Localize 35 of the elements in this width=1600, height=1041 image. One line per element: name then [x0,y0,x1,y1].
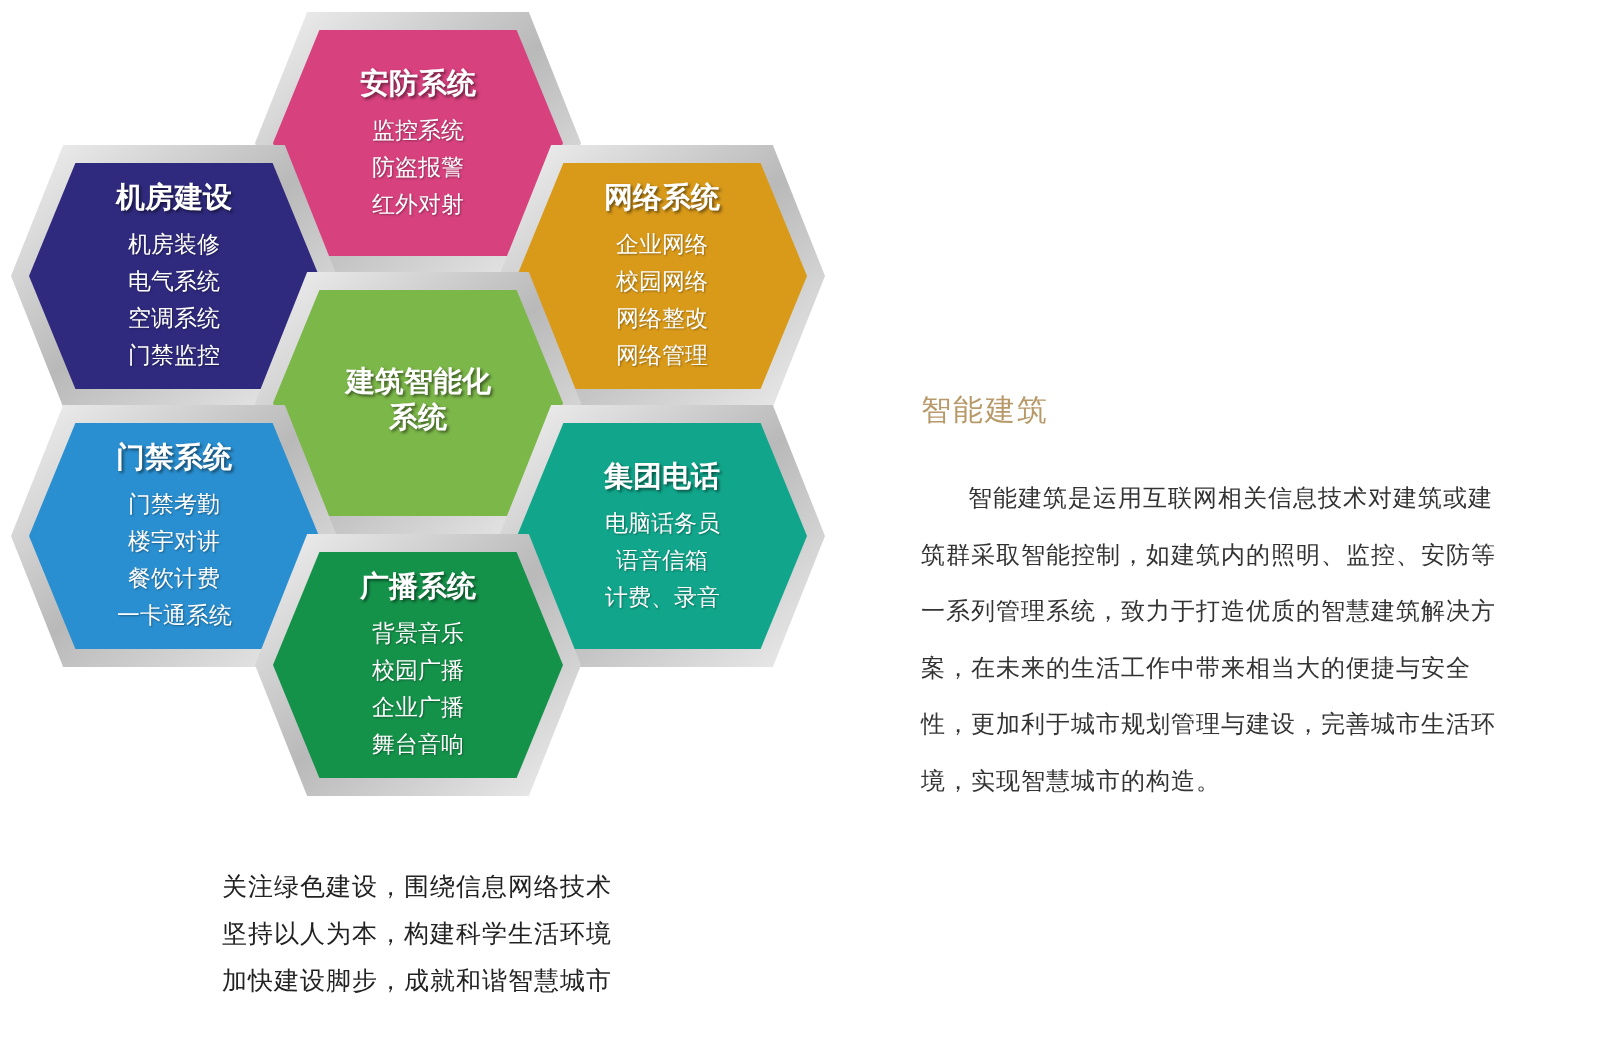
section-heading: 智能建筑 [921,391,1049,429]
description-paragraph: 智能建筑是运用互联网相关信息技术对建筑或建筑群采取智能控制，如建筑内的照明、监控、安防等一系列管理系统，致力于打造优质的智慧建筑解决方案，在未来的生活工作中带来相当大的便捷与安全性，更加利于城市规划管理与建设，完善城市生活环境，实现智慧城市的构造。 [921,483,1497,797]
hexagon-title: 建筑智能化系统 [343,363,492,435]
hexagon-item: 一卡通系统 [116,601,232,630]
hexagon-item: 背景音乐 [372,619,464,648]
hexagon-title: 机房建设 [116,179,232,216]
hexagon-item: 门禁监控 [128,341,220,370]
hexagon-item: 电气系统 [128,267,220,296]
hexagon-item: 语音信箱 [616,545,708,575]
slogan-line: 加快建设脚步，成就和谐智慧城市 [222,965,612,997]
hexagon-item: 门禁考勤 [128,490,220,519]
slogan-line: 坚持以人为本，构建科学生活环境 [222,918,612,950]
hexagon-item: 电脑话务员 [604,508,720,538]
hexagon-title: 门禁系统 [116,439,232,476]
hexagon-item: 计费、录音 [604,582,720,612]
hexagon-item: 餐饮计费 [128,564,220,593]
hexagon-item: 网络整改 [616,304,708,333]
hexagon-item: 空调系统 [128,304,220,333]
hexagon-title: 网络系统 [604,179,720,216]
hexagon-item: 防盗报警 [372,152,464,182]
hexagon-item: 红外对射 [372,189,464,219]
hexagon-item: 校园广播 [372,656,464,685]
hexagon-item: 网络管理 [616,341,708,370]
hexagon-item: 舞台音响 [372,730,464,759]
slogan-line: 关注绿色建设，围绕信息网络技术 [222,871,612,903]
hexagon-item: 楼宇对讲 [128,527,220,556]
hexagon-title: 集团电话 [604,457,720,495]
hexagon-title: 广播系统 [360,568,476,605]
hexagon-item: 监控系统 [372,115,464,145]
hexagon-item: 机房装修 [128,230,220,259]
hexagon-title: 安防系统 [360,64,476,102]
hexagon-item: 校园网络 [616,267,708,296]
hexagon-tile [255,534,581,796]
hexagon-item: 企业广播 [372,693,464,722]
hexagon-item: 企业网络 [616,230,708,259]
